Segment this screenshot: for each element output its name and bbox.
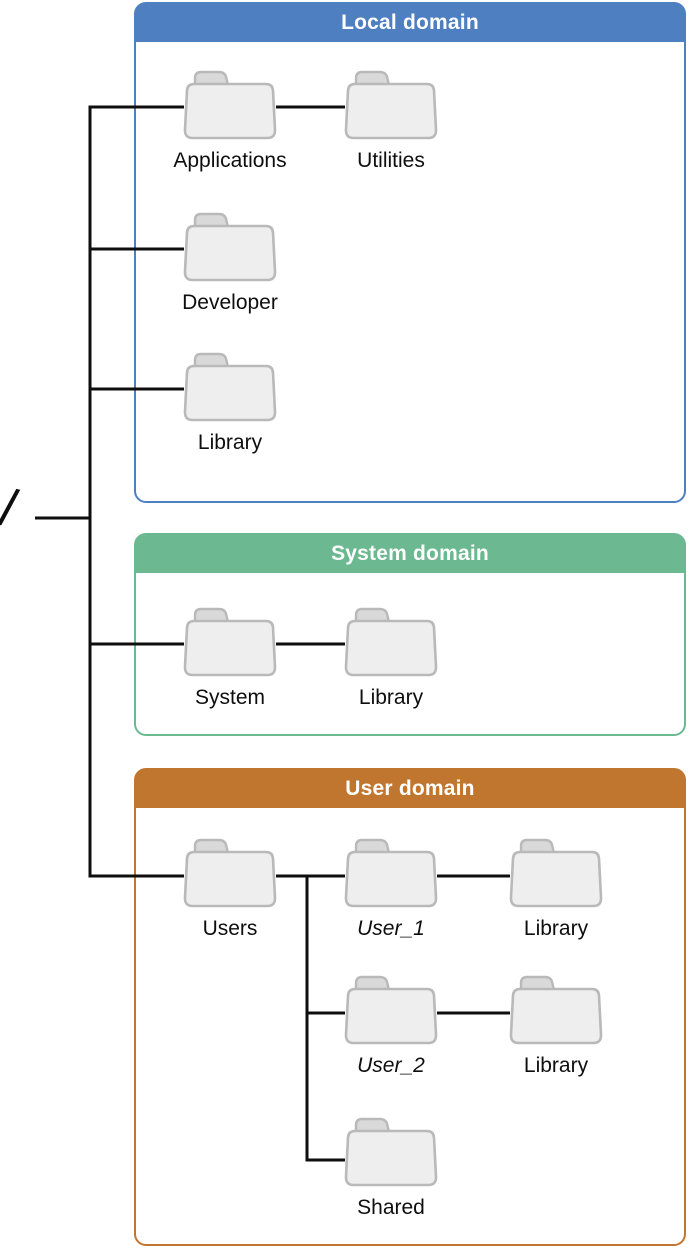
folder-utilities: Utilities	[311, 68, 471, 172]
folder-icon	[183, 607, 277, 677]
folder-shared: Shared	[311, 1115, 471, 1219]
folder-library-user1: Library	[476, 836, 636, 940]
folder-library-user2: Library	[476, 973, 636, 1077]
folder-icon	[344, 975, 438, 1045]
system-domain-box: System domain	[134, 533, 686, 736]
folder-label: User_2	[357, 1054, 425, 1077]
folder-icon	[509, 975, 603, 1045]
folder-library-local: Library	[150, 350, 310, 454]
folder-system: System	[150, 605, 310, 709]
folder-developer: Developer	[150, 210, 310, 314]
folder-icon	[183, 838, 277, 908]
system-domain-header: System domain	[136, 535, 684, 573]
folder-icon	[183, 70, 277, 140]
folder-user-1: User_1	[311, 836, 471, 940]
folder-label: Utilities	[357, 149, 425, 172]
user-domain-header: User domain	[136, 770, 684, 808]
folder-icon	[344, 70, 438, 140]
folder-icon	[183, 212, 277, 282]
folder-label: Library	[358, 686, 424, 709]
folder-label: Developer	[182, 291, 278, 314]
root-slash-symbol: /	[0, 478, 23, 539]
folder-applications: Applications	[150, 68, 310, 172]
folder-label: Library	[197, 431, 263, 454]
folder-icon	[344, 1117, 438, 1187]
folder-icon	[509, 838, 603, 908]
folder-label: Shared	[357, 1196, 425, 1219]
folder-label: System	[194, 686, 265, 709]
folder-label: Applications	[173, 149, 287, 172]
folder-users: Users	[150, 836, 310, 940]
folder-label: Library	[523, 1054, 589, 1077]
folder-label: Users	[202, 917, 258, 940]
local-domain-header: Local domain	[136, 4, 684, 42]
folder-icon	[183, 352, 277, 422]
folder-user-2: User_2	[311, 973, 471, 1077]
folder-label: Library	[523, 917, 589, 940]
folder-icon	[344, 838, 438, 908]
folder-icon	[344, 607, 438, 677]
folder-label: User_1	[357, 917, 425, 940]
folder-library-system: Library	[311, 605, 471, 709]
